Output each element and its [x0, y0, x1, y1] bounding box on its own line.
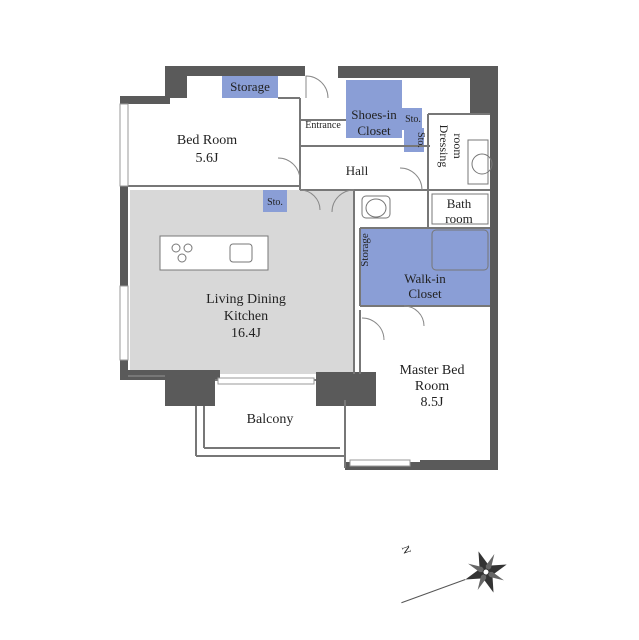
walkin-closet-label-1: Walk-in [404, 271, 446, 286]
doors [277, 75, 425, 341]
bathtub-icon [431, 229, 489, 271]
window-left-upper [119, 103, 129, 187]
fixtures [159, 139, 493, 271]
door-walkin [403, 305, 425, 327]
entrance-label: Entrance [305, 120, 341, 131]
windows [119, 103, 411, 467]
door-entrance [305, 75, 329, 99]
ldk-size: 16.4J [231, 326, 262, 341]
stove-burner-icon [171, 243, 181, 253]
shoes-closet-label-2: Closet [357, 123, 391, 138]
sto-a-fill [402, 108, 422, 130]
stove-burner-icon [177, 253, 187, 263]
storage-top-label: Storage [230, 79, 270, 94]
toilet-bowl-icon [365, 198, 387, 218]
door-master [361, 317, 385, 341]
pillar-top-right [470, 66, 498, 114]
stove-burner-icon [183, 243, 193, 253]
bath-room-label-2: room [445, 211, 472, 226]
dressing-counter [467, 139, 489, 185]
hall-label: Hall [346, 163, 369, 178]
balcony-label: Balcony [247, 412, 294, 427]
wall-right [490, 110, 498, 470]
bath-wash-area [431, 193, 489, 225]
bed-room-size: 5.6J [196, 151, 220, 166]
ldk-label-1: Living Dining [206, 292, 286, 307]
shoes-closet-label-1: Shoes-in [351, 107, 397, 122]
dressing-room-label-2: room [451, 133, 465, 159]
compass-rose-icon [401, 551, 507, 604]
bed-room-label: Bed Room [177, 133, 237, 148]
wall-left-upper [120, 96, 128, 286]
kitchen-counter [159, 235, 269, 271]
window-left-lower [119, 285, 129, 361]
walkin-storage-fill [360, 228, 490, 306]
sto-b-label: Sto. [415, 132, 426, 148]
storage-side-label: Storage [359, 233, 371, 267]
wall-bottom-right-end [420, 460, 498, 470]
wall-top-right [338, 66, 498, 78]
ldk-floor [130, 190, 354, 374]
washbasin-icon [471, 153, 493, 175]
master-bed-label-2: Room [415, 379, 449, 394]
walls [120, 66, 498, 470]
wall-left-lower [120, 360, 128, 376]
door-bedroom [277, 157, 301, 181]
door-toilet [331, 189, 355, 213]
storage-top-fill [222, 74, 278, 98]
wall-top-left [165, 66, 305, 76]
walkin-closet-label-2: Closet [408, 286, 442, 301]
door-dressing [399, 167, 423, 191]
ldk-label-2: Kitchen [224, 309, 268, 324]
sto-a-label: Sto. [405, 114, 421, 125]
compass-north-label: N [399, 544, 413, 556]
sto-c-fill [263, 190, 287, 212]
room-fills [130, 74, 490, 374]
window-balcony [217, 377, 315, 385]
dressing-room-label-1: Dressing [437, 125, 451, 168]
door-hall-left [299, 189, 321, 211]
master-bed-label-1: Master Bed [400, 363, 465, 378]
room-labels: Storage Bed Room 5.6J Entrance Shoes-in … [177, 79, 473, 427]
toilet-tank [361, 195, 391, 219]
sto-c-label: Sto. [267, 197, 283, 208]
window-master [349, 459, 411, 467]
kitchen-sink-icon [229, 243, 253, 263]
wall-left-stub [120, 96, 170, 104]
wall-bottom-left [120, 370, 220, 380]
master-bed-size: 8.5J [421, 395, 445, 410]
pillar-top-left [165, 66, 187, 98]
bath-room-label-1: Bath [447, 196, 472, 211]
shoes-closet-fill [346, 80, 402, 138]
